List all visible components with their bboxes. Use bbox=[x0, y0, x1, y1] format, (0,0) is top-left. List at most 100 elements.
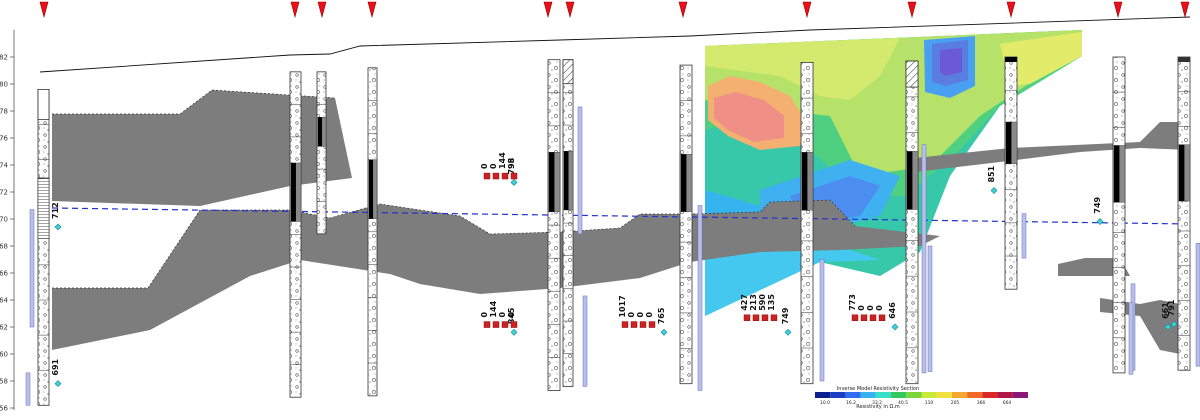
stack-value-label: 0 bbox=[480, 163, 489, 169]
screen-interval bbox=[1195, 243, 1200, 367]
stack-square-icon bbox=[483, 321, 491, 328]
screen-interval bbox=[1021, 213, 1027, 259]
screen-interval bbox=[1128, 302, 1134, 375]
legend-swatch bbox=[860, 392, 876, 398]
axis-tick-label: 60 bbox=[0, 351, 8, 359]
legend-value: 110 bbox=[925, 400, 934, 406]
stack-square-icon bbox=[878, 314, 886, 321]
stack-square-icon bbox=[630, 321, 638, 328]
screen-interval bbox=[29, 209, 35, 328]
borehole-bh9 bbox=[905, 60, 919, 385]
borehole-column bbox=[800, 62, 814, 385]
borehole-core-marker bbox=[564, 151, 569, 210]
legend-swatch bbox=[951, 392, 968, 398]
legend-title: Inverse Model Resistivity Section bbox=[837, 386, 919, 392]
borehole-fill-hatched bbox=[905, 60, 919, 88]
measurement-label: 851 bbox=[987, 165, 996, 182]
axis-tick-label: 68 bbox=[0, 243, 8, 251]
borehole-core-marker bbox=[907, 151, 913, 210]
borehole-core-marker bbox=[1006, 122, 1012, 164]
legend-value: 205 bbox=[951, 400, 960, 406]
ground-surface-line bbox=[39, 16, 1191, 73]
legend-value: 16.2 bbox=[846, 400, 856, 406]
legend-colorbar bbox=[815, 392, 1028, 398]
stack-value-label: 1017 bbox=[618, 295, 627, 317]
borehole-column bbox=[37, 89, 50, 406]
legend-swatch bbox=[997, 392, 1013, 398]
stack-value-label: 0 bbox=[636, 312, 645, 318]
axis-tick-label: 56 bbox=[0, 405, 9, 413]
borehole-bh1 bbox=[37, 89, 50, 406]
stack-value-label: 95 bbox=[507, 157, 516, 169]
measurement-label: 798 bbox=[507, 157, 516, 174]
borehole-marker-icon bbox=[367, 1, 377, 19]
screen-interval bbox=[927, 245, 933, 372]
legend-swatch bbox=[830, 392, 846, 398]
stack-square-icon bbox=[510, 321, 518, 328]
borehole-core-marker bbox=[1179, 144, 1185, 202]
measurement-label: 691 bbox=[51, 358, 60, 375]
axis-tick-label: 66 bbox=[0, 270, 9, 278]
borehole-marker-icon bbox=[802, 1, 812, 19]
borehole-bh11 bbox=[1112, 56, 1126, 374]
measurement-label: 749 bbox=[1093, 196, 1102, 213]
stack-value-label: 144 bbox=[498, 152, 507, 169]
stack-square-icon bbox=[510, 172, 518, 180]
stack-square-icon bbox=[860, 314, 868, 321]
borehole-column bbox=[679, 64, 693, 385]
stack-square-icon bbox=[743, 314, 751, 321]
axis-tick-label: 58 bbox=[0, 378, 8, 386]
gray-layers bbox=[52, 89, 1190, 356]
measurement-diamond-icon bbox=[54, 380, 62, 388]
stack-square-icon bbox=[648, 321, 656, 328]
stack-value-label: 213 bbox=[749, 294, 758, 311]
measurement-label: 749 bbox=[781, 307, 790, 324]
borehole-column bbox=[905, 60, 919, 385]
stack-square-icon bbox=[501, 321, 509, 328]
stack-square-icon bbox=[621, 321, 629, 328]
resistivity-section bbox=[705, 30, 1082, 316]
stack-square-icon bbox=[639, 321, 647, 328]
screen-interval bbox=[25, 372, 31, 406]
legend-value: 40.5 bbox=[898, 400, 908, 406]
axis-tick-label: 82 bbox=[0, 54, 8, 62]
screen-interval bbox=[921, 144, 927, 374]
legend-caption: Resistivity in Ω.m bbox=[856, 404, 900, 410]
screen-intervals-group bbox=[25, 106, 1200, 406]
axis-tick-label: 78 bbox=[0, 108, 8, 116]
measurement-label: 646 bbox=[888, 302, 897, 319]
stack-square-icon bbox=[851, 314, 859, 321]
measurement-diamond-icon bbox=[510, 179, 518, 186]
stack-value-label: 135 bbox=[767, 294, 776, 311]
borehole-bh7 bbox=[679, 64, 693, 385]
borehole-marker-icon bbox=[1180, 1, 1190, 19]
borehole-core-marker bbox=[802, 152, 808, 211]
legend-swatch bbox=[967, 392, 983, 398]
borehole-bh10 bbox=[1004, 56, 1018, 290]
measurement-label: 712 bbox=[51, 202, 60, 219]
borehole-marker-icon bbox=[543, 1, 553, 19]
stack-value-label: 0 bbox=[507, 312, 516, 318]
measurement-label: 661 bbox=[1161, 302, 1170, 319]
borehole-bh4 bbox=[367, 67, 378, 397]
measurement-label: 791 bbox=[1167, 299, 1176, 316]
stack-square-icon bbox=[869, 314, 877, 321]
measurement-diamond-icon bbox=[54, 223, 62, 231]
measurement-diamond-icon bbox=[1164, 323, 1172, 331]
axis-tick-label: 76 bbox=[0, 135, 9, 143]
borehole-fill bbox=[37, 89, 50, 120]
legend-swatch bbox=[845, 392, 861, 398]
stack-value-label: 0 bbox=[498, 312, 507, 318]
stack-value-label: 0 bbox=[627, 312, 636, 318]
legend-swatch bbox=[815, 392, 831, 398]
screen-interval bbox=[697, 205, 703, 391]
measurement-diamond-icon bbox=[784, 328, 792, 336]
borehole-marker-icon bbox=[317, 1, 327, 19]
stack-value-label: 0 bbox=[866, 305, 875, 311]
legend-swatch bbox=[1012, 392, 1028, 398]
measurement-diamond-icon bbox=[990, 187, 998, 194]
stack-square-icon bbox=[501, 172, 509, 180]
legend-value: 664 bbox=[1003, 400, 1012, 406]
